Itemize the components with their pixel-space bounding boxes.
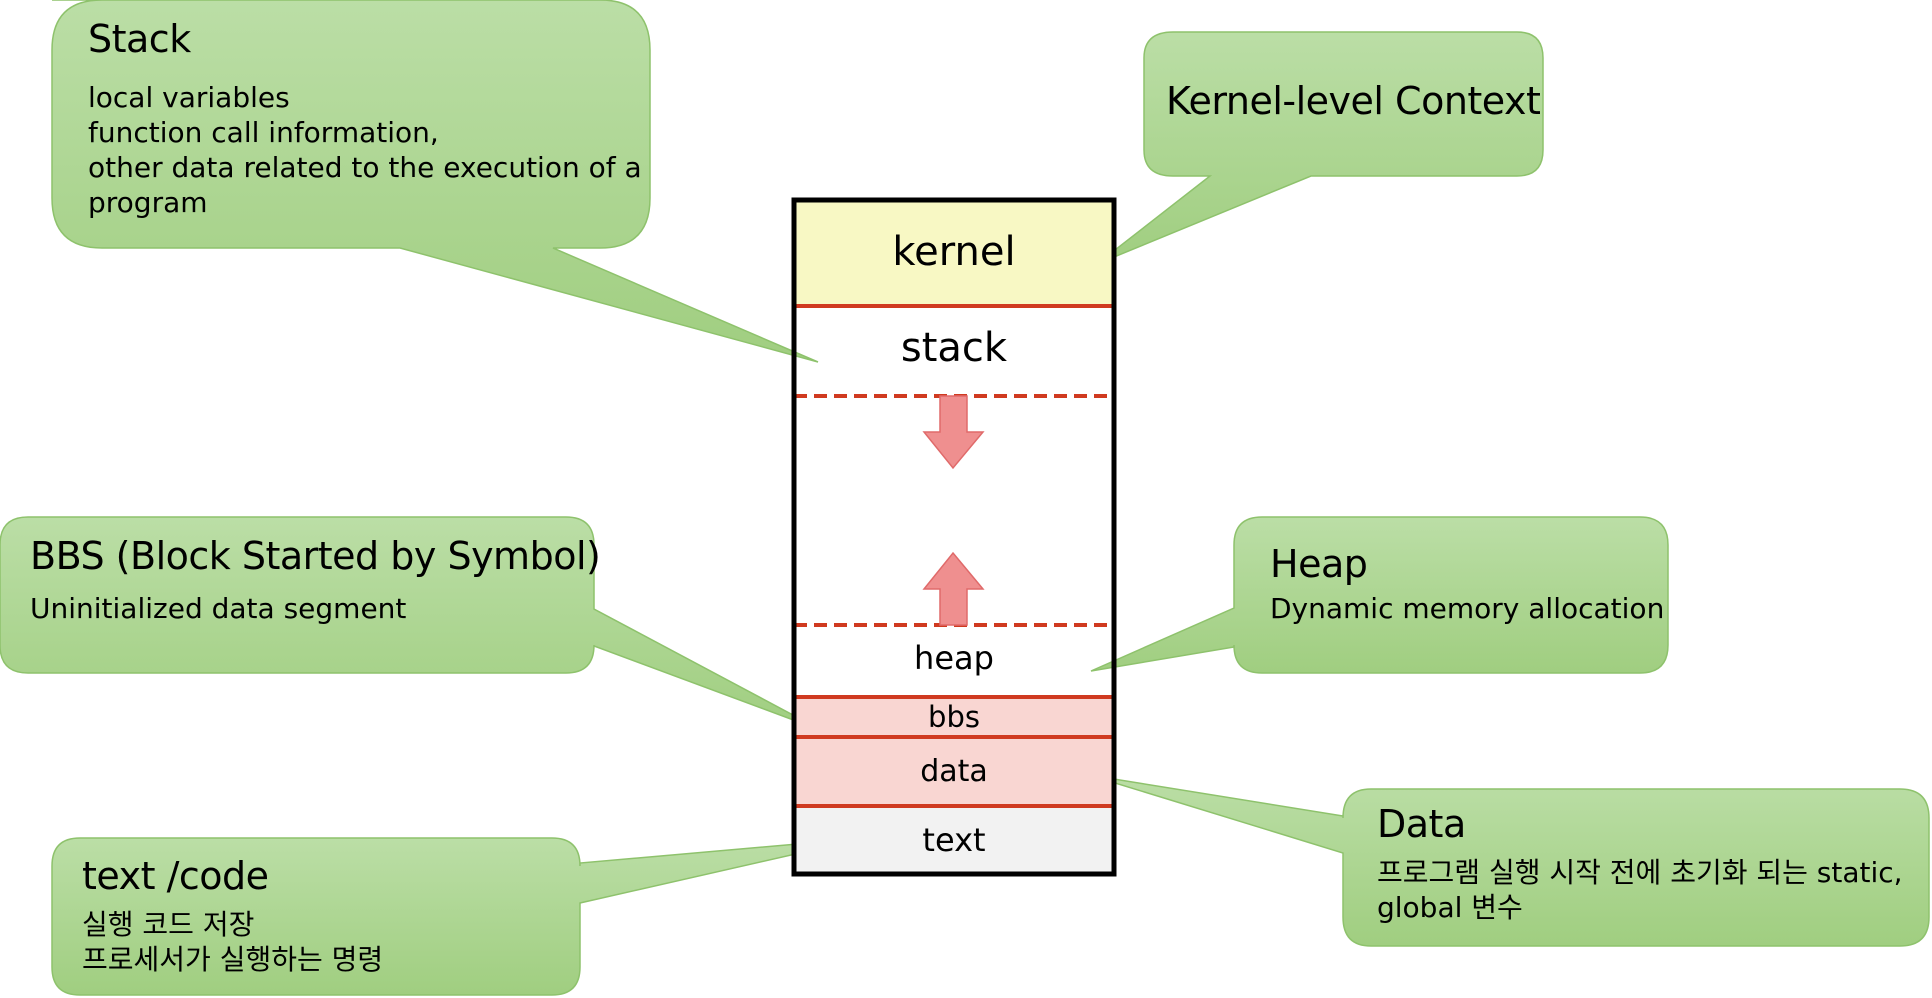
up-arrow-icon xyxy=(922,551,985,626)
callout-text-shape xyxy=(51,837,867,996)
segment-label-text: text xyxy=(922,821,986,859)
segment-label-bbs: bbs xyxy=(928,700,980,734)
callout-stack: Stack local variables function call info… xyxy=(88,17,642,220)
segment-label-stack: stack xyxy=(900,325,1008,371)
callout-stack-line: other data related to the execution of a xyxy=(88,150,642,184)
callout-heap-title: Heap xyxy=(1270,542,1368,586)
callout-heap-shape xyxy=(1090,516,1669,674)
callout-stack-body: local variables function call informatio… xyxy=(88,80,642,220)
callout-heap-body: Dynamic memory allocation xyxy=(1270,591,1664,626)
callout-bbs-shape xyxy=(0,516,824,732)
callout-bbs: BBS (Block Started by Symbol) Uninitiali… xyxy=(30,534,601,626)
callout-stack-line: function call information, xyxy=(88,115,439,149)
segment-label-kernel: kernel xyxy=(892,229,1016,275)
callout-data-title: Data xyxy=(1377,802,1466,846)
callout-heap-line: Dynamic memory allocation xyxy=(1270,591,1665,625)
callout-bbs-title: BBS (Block Started by Symbol) xyxy=(30,534,601,578)
callout-bbs-body: Uninitialized data segment xyxy=(30,591,600,626)
callout-stack-line: local variables xyxy=(88,80,290,114)
segment-label-data: data xyxy=(920,754,988,789)
callout-text-line: 프로세서가 실행하는 명령 xyxy=(82,942,384,976)
callout-heap: Heap Dynamic memory allocation xyxy=(1270,542,1664,626)
callout-bbs-line: Uninitialized data segment xyxy=(30,591,407,625)
callout-data: Data 프로그램 실행 시작 전에 초기화 되는 static, global… xyxy=(1377,802,1903,925)
callout-stack-title: Stack xyxy=(88,17,191,61)
callout-stack-line: program xyxy=(88,185,208,219)
callout-text-title: text /code xyxy=(82,854,269,898)
callout-kernel: Kernel-level Context xyxy=(1166,79,1541,124)
callout-text-body: 실행 코드 저장 프로세서가 실행하는 명령 xyxy=(82,907,383,977)
callout-kernel-title: Kernel-level Context xyxy=(1166,79,1541,123)
segment-label-heap: heap xyxy=(914,639,994,677)
callout-text-line: 실행 코드 저장 xyxy=(82,907,255,941)
callout-data-shape xyxy=(1088,774,1930,947)
segment-text-fill xyxy=(794,806,1114,874)
memory-box-border xyxy=(791,197,1117,877)
segment-data-fill xyxy=(794,737,1114,806)
segment-bbs-fill xyxy=(794,697,1114,737)
segment-kernel-fill xyxy=(794,200,1114,306)
callout-data-body: 프로그램 실행 시작 전에 초기화 되는 static, global 변수 xyxy=(1377,855,1903,925)
callout-stack-shape xyxy=(51,0,819,363)
callout-text: text /code 실행 코드 저장 프로세서가 실행하는 명령 xyxy=(82,854,383,977)
callout-kernel-shape xyxy=(1096,31,1544,265)
callout-data-line: global 변수 xyxy=(1377,890,1523,924)
down-arrow-icon xyxy=(922,395,985,470)
callout-data-line: 프로그램 실행 시작 전에 초기화 되는 static, xyxy=(1377,855,1903,889)
